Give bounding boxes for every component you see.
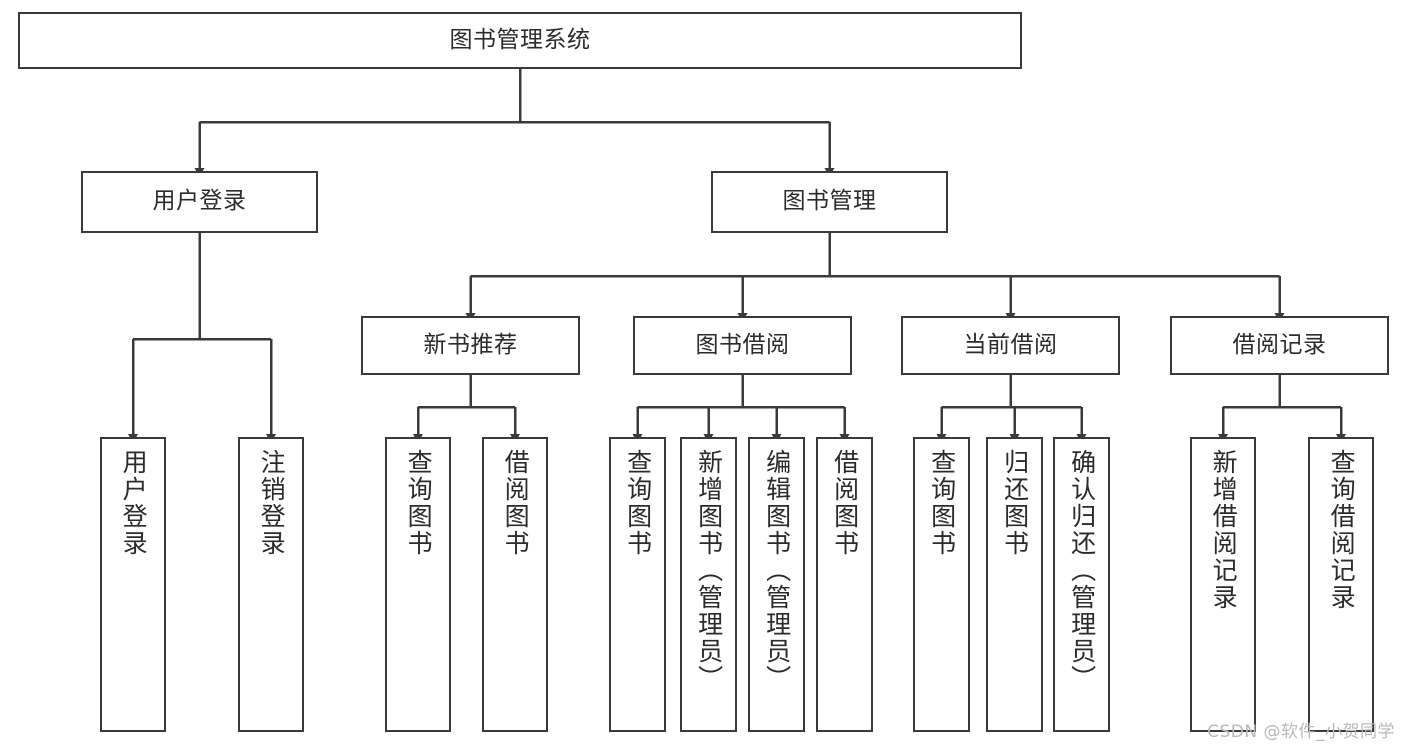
node-label: 查询图书 (623, 449, 653, 557)
node-label: 新书推荐 (423, 331, 518, 358)
node-leaf-user-logout[interactable]: 注销登录 (238, 437, 304, 732)
node-leaf-rec-borrow[interactable]: 借阅图书 (482, 437, 548, 732)
node-label: 借阅图书 (501, 449, 531, 557)
node-label: 查询借阅记录 (1327, 449, 1357, 611)
node-book-borrow[interactable]: 图书借阅 (633, 316, 852, 375)
node-leaf-bb-borrow[interactable]: 借阅图书 (816, 437, 873, 732)
node-label: 查询图书 (404, 449, 434, 557)
node-book-manage[interactable]: 图书管理 (711, 171, 948, 233)
node-label: 新增图书（管理员） (694, 449, 724, 692)
node-leaf-bb-edit[interactable]: 编辑图书（管理员） (748, 437, 805, 732)
node-label: 注销登录 (257, 449, 287, 557)
node-label: 归还图书 (1000, 449, 1030, 557)
node-label: 借阅记录 (1232, 331, 1327, 358)
node-label: 图书管理 (782, 188, 877, 215)
node-label: 图书借阅 (695, 331, 790, 358)
node-label: 编辑图书（管理员） (762, 449, 792, 692)
node-label: 用户登录 (119, 449, 149, 557)
node-leaf-rec-query[interactable]: 查询图书 (385, 437, 451, 732)
node-root[interactable]: 图书管理系统 (18, 12, 1022, 69)
watermark-label: CSDN @软件_小贺同学 (1207, 722, 1395, 742)
edge-group (128, 69, 1346, 443)
node-new-book-rec[interactable]: 新书推荐 (361, 316, 580, 375)
node-label: 确认归还（管理员） (1067, 449, 1097, 692)
node-leaf-cb-return[interactable]: 归还图书 (986, 437, 1043, 732)
node-leaf-cb-query[interactable]: 查询图书 (913, 437, 970, 732)
node-user-login[interactable]: 用户登录 (81, 171, 318, 233)
node-borrow-record[interactable]: 借阅记录 (1170, 316, 1389, 375)
node-label: 图书管理系统 (449, 26, 591, 53)
node-label: 查询图书 (927, 449, 957, 557)
node-label: 当前借阅 (963, 331, 1058, 358)
node-leaf-cb-confirm[interactable]: 确认归还（管理员） (1053, 437, 1110, 732)
node-leaf-bb-query[interactable]: 查询图书 (609, 437, 666, 732)
node-leaf-user-login[interactable]: 用户登录 (100, 437, 166, 732)
node-leaf-br-query[interactable]: 查询借阅记录 (1308, 437, 1374, 732)
node-leaf-bb-add[interactable]: 新增图书（管理员） (680, 437, 737, 732)
node-current-borrow[interactable]: 当前借阅 (901, 316, 1120, 375)
node-leaf-br-add[interactable]: 新增借阅记录 (1190, 437, 1256, 732)
node-label: 借阅图书 (830, 449, 860, 557)
node-label: 用户登录 (152, 188, 247, 215)
node-label: 新增借阅记录 (1209, 449, 1239, 611)
